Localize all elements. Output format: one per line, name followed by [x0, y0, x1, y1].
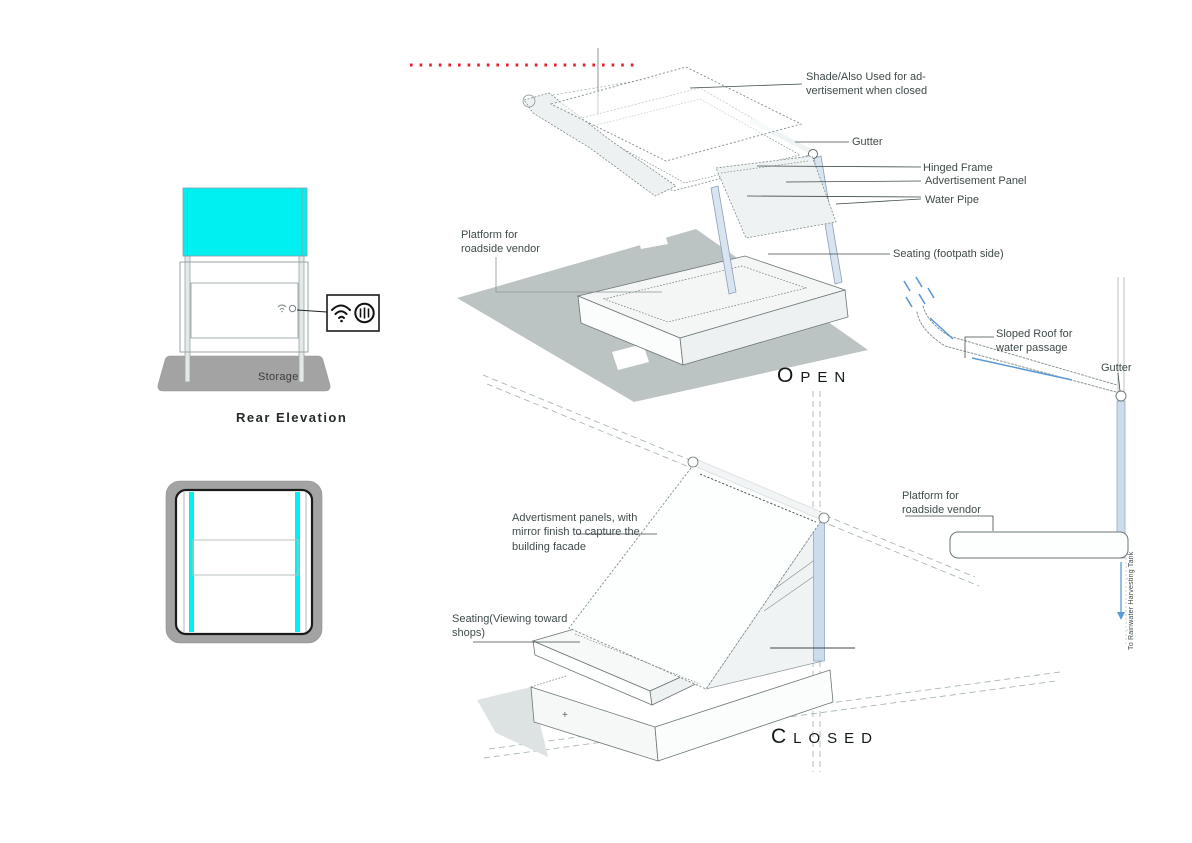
plus-marker: +: [562, 710, 568, 721]
label-platform-open: Platform for roadside vendor: [461, 229, 540, 256]
shade-panel: [549, 66, 803, 162]
wifi-icon: [331, 304, 351, 323]
plan-cyan-stripe-left: [189, 492, 194, 632]
closed-hinge-tube: [687, 456, 830, 524]
leader-water-pipe-a: [746, 195, 922, 198]
advertisement-panel: [715, 155, 837, 239]
leader-sloped-roof: [964, 336, 994, 358]
label-seating-open: Seating (footpath side): [893, 248, 1004, 260]
state-label-open: Open: [777, 364, 853, 387]
label-rainwater-tank: To Rainwater Harvesting Tank: [1128, 551, 1135, 650]
open-view-drawing: [457, 66, 868, 402]
closed-base: [530, 669, 834, 762]
leader-hinged-frame: [756, 165, 922, 168]
label-advertisement-panel: Advertisement Panel: [925, 175, 1027, 187]
plan-counter-outline: [192, 539, 299, 576]
leader-lines: [473, 83, 1121, 643]
profile-platform: [949, 531, 1129, 559]
rear-elevation-title: Rear Elevation: [236, 410, 348, 425]
closed-view-drawing: [477, 456, 855, 762]
leader-advertisement-panel: [785, 180, 922, 183]
wifi-icon-small: [277, 304, 287, 313]
support-post: [1117, 277, 1125, 398]
shadow-handle-notch: [612, 344, 649, 370]
leader-platform-open: [495, 257, 662, 293]
leader-water-pipe-b: [835, 198, 922, 205]
shadow-handle-notch: [636, 228, 668, 249]
plan-view-drawing: [165, 480, 323, 644]
label-water-pipe: Water Pipe: [925, 194, 980, 206]
leader-gutter-profile: [1117, 372, 1121, 392]
callout-leader: [296, 309, 328, 313]
callout-box: [326, 294, 380, 332]
site-line: [488, 671, 1061, 750]
water-pipe-left: [710, 185, 737, 295]
label-storage: Storage: [258, 371, 299, 383]
gutter-joint: [1115, 390, 1127, 402]
leader-shade: [689, 83, 803, 89]
frame-outline: [179, 261, 309, 353]
label-platform-profile: Platform for roadside vendor: [902, 490, 981, 517]
charging-icon-small: [288, 304, 297, 313]
closed-water-pipe: [813, 520, 825, 662]
profile-view-drawing: [903, 276, 1129, 645]
inner-display: [190, 282, 299, 339]
label-seating-closed: Seating(Viewing toward shops): [452, 613, 568, 640]
roof-water-lines: [929, 317, 1073, 381]
charging-icon: [354, 302, 375, 324]
label-hinged-frame: Hinged Frame: [923, 162, 993, 174]
label-advert-panels: Advertisment panels, with mirror finish …: [512, 512, 640, 553]
leader-platform-profile: [905, 515, 994, 531]
roof-profile: [916, 305, 1118, 393]
vendor-platform: [576, 255, 849, 366]
rain-lines: [903, 276, 935, 308]
site-line: [483, 680, 1057, 759]
cyan-ad-panel: [182, 187, 308, 257]
rear-elevation-drawing: [157, 187, 380, 392]
label-sloped-roof: Sloped Roof for water passage: [996, 328, 1073, 355]
down-arrow: [1117, 562, 1125, 620]
label-gutter-profile: Gutter: [1101, 362, 1132, 374]
storage-base: [157, 355, 331, 392]
closed-shadow: [477, 687, 548, 757]
gutter-wing: [523, 92, 677, 197]
label-shade: Shade/Also Used for ad- vertisement when…: [806, 71, 928, 98]
label-gutter-open: Gutter: [852, 136, 883, 148]
plan-inner: [174, 488, 314, 636]
state-label-closed: Closed: [771, 725, 880, 748]
